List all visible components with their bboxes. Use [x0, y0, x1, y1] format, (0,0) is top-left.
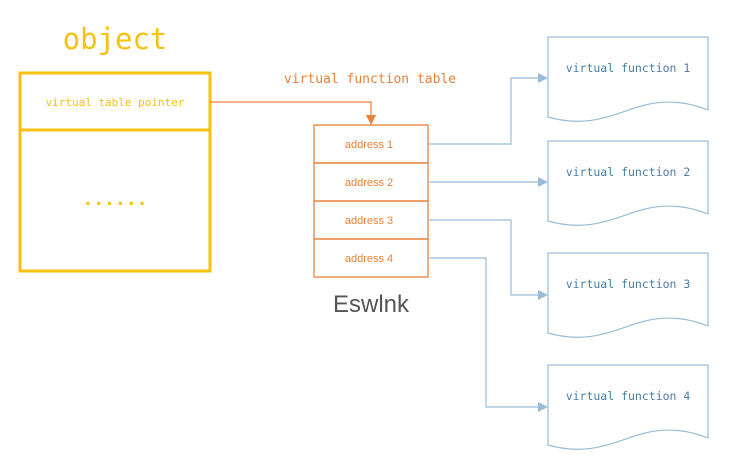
virtual-function-label: virtual function 2 [566, 165, 691, 179]
virtual-function-shape [547, 364, 709, 450]
vtable-entry-label: address 1 [345, 139, 393, 151]
connector-arrowhead [538, 73, 548, 83]
pointer-arrowhead [366, 115, 376, 125]
functions: virtual function 1 virtual function 2 virt… [547, 36, 709, 450]
virtual-function-shape [547, 36, 709, 122]
vtable-entry-label: address 3 [345, 215, 393, 227]
object-box [18, 71, 212, 273]
connector-arrowhead [538, 290, 548, 300]
connector-arrowhead [538, 177, 548, 187]
object-title: object [63, 22, 168, 56]
watermark: Eswlnk [333, 291, 410, 318]
connector-line [428, 77, 540, 145]
virtual-function-label: virtual function 1 [566, 61, 691, 75]
function-connectors [428, 73, 548, 412]
vtable: address 1 address 2 address 3 address 4 [313, 124, 429, 278]
connector-line [428, 219, 540, 296]
virtual-function-label: virtual function 4 [566, 389, 691, 403]
vtable-entry-label: address 2 [345, 177, 393, 189]
virtual-function-label: virtual function 3 [566, 277, 691, 291]
pointer-arrow [210, 101, 372, 117]
object-ellipsis: ...... [82, 189, 147, 210]
connector-arrowhead [538, 402, 548, 412]
virtual-function-shape [547, 252, 709, 338]
virtual-table-pointer-label: virtual table pointer [45, 96, 184, 109]
connector-line [428, 257, 540, 408]
vtable-title: virtual function table [284, 72, 456, 87]
vtable-entry-label: address 4 [345, 253, 393, 265]
virtual-function-shape [547, 140, 709, 226]
